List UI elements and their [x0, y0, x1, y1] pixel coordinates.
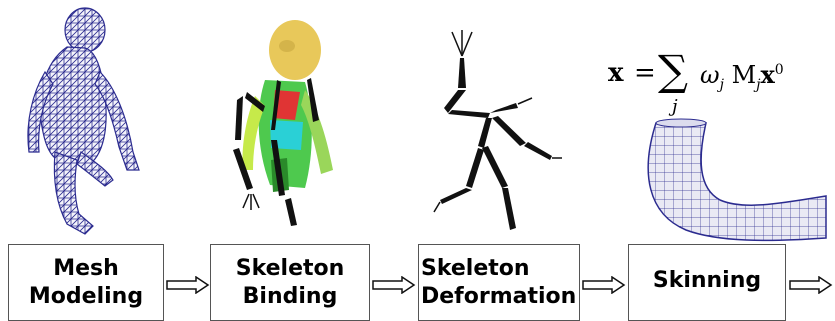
- skeleton-binding-figure: [215, 10, 355, 240]
- stage-box-skeleton-deformation: Skeleton Deformation: [418, 244, 580, 321]
- stage-box-skinning: Skinning: [628, 244, 786, 321]
- stage-label-line1: Mesh: [9, 255, 163, 283]
- arrow-right-icon: [372, 276, 416, 294]
- skinned-tube-figure: [628, 118, 828, 243]
- formula-weight: ω: [700, 61, 720, 89]
- stage-label: Skeleton Binding: [211, 255, 369, 311]
- formula-lhs: x: [608, 58, 624, 88]
- stage-box-skeleton-binding: Skeleton Binding: [210, 244, 370, 321]
- stage-label: Skinning: [629, 267, 785, 295]
- wireframe-mesh-figure: [15, 2, 145, 242]
- stage-label-line2: Deformation: [421, 283, 579, 311]
- formula-rhs: ωj Mjx0: [700, 60, 784, 93]
- stage-box-mesh-modeling: Mesh Modeling: [8, 244, 164, 321]
- formula-equals: =: [634, 58, 656, 88]
- stage-label: Mesh Modeling: [9, 255, 163, 311]
- formula-matrix: M: [732, 61, 757, 89]
- skinning-formula: x = ∑ j ωj Mjx0: [608, 52, 828, 122]
- formula-vector: x: [760, 60, 774, 89]
- arrow-right-icon: [166, 276, 210, 294]
- arrow-right-icon: [582, 276, 626, 294]
- stage-label-line2: Modeling: [9, 283, 163, 311]
- arrow-right-icon: [789, 276, 833, 294]
- formula-weight-sub: j: [720, 77, 724, 93]
- stage-label-line1: Skeleton: [421, 255, 579, 283]
- skeleton-deformation-figure: [420, 18, 580, 243]
- stage-label-line1: Skinning: [629, 267, 785, 295]
- stage-label: Skeleton Deformation: [421, 255, 579, 311]
- formula-vector-sup: 0: [775, 62, 784, 78]
- formula-sum-symbol: ∑: [658, 46, 688, 95]
- stage-label-line2: Binding: [211, 283, 369, 311]
- formula-sum-index: j: [672, 96, 678, 117]
- stage-label-line1: Skeleton: [211, 255, 369, 283]
